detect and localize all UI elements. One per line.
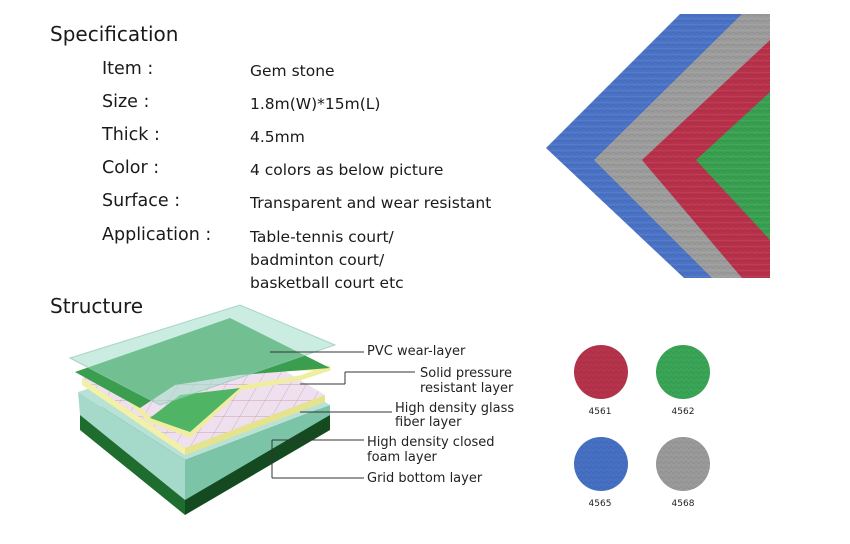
spec-value-size: 1.8m(W)*15m(L) xyxy=(250,95,381,113)
spec-label-thick: Thick : xyxy=(102,125,160,145)
spec-label-size: Size : xyxy=(102,92,150,112)
layer-label-glass-fiber-line1: High density glass xyxy=(395,401,515,416)
spec-label-surface: Surface : xyxy=(102,191,181,211)
spec-label-application: Application : xyxy=(102,225,212,245)
swatch-code-4561: 4561 xyxy=(588,407,612,417)
layer-label-solid-pressure-line2: resistant layer xyxy=(420,381,514,396)
structure-heading: Structure xyxy=(50,294,144,318)
layer-label-pvc-wear: PVC wear-layer xyxy=(367,344,466,359)
layer-label-foam-line2: foam layer xyxy=(367,450,437,465)
layer-label-foam-line1: High density closed xyxy=(367,435,495,450)
spec-value-item: Gem stone xyxy=(250,62,335,80)
swatch-code-4562: 4562 xyxy=(671,407,695,417)
spec-value-thick: 4.5mm xyxy=(250,128,305,146)
foam-layer-shape xyxy=(78,392,185,500)
swatch-code-4568: 4568 xyxy=(671,499,695,509)
specification-heading: Specification xyxy=(50,22,179,46)
spec-value-surface: Transparent and wear resistant xyxy=(250,194,492,212)
layer-label-glass-fiber-line2: fiber layer xyxy=(395,415,462,430)
swatch-code-4565: 4565 xyxy=(588,499,612,509)
spec-value-application-line1: Table-tennis court/ xyxy=(250,228,394,246)
spec-label-color: Color : xyxy=(102,158,160,178)
spec-value-application-line3: basketball court etc xyxy=(250,274,404,292)
pvc-wear-layer-shape xyxy=(68,304,337,406)
layer-label-solid-pressure-line1: Solid pressure xyxy=(420,366,512,381)
spec-value-color: 4 colors as below picture xyxy=(250,161,444,179)
spec-value-application-line2: badminton court/ xyxy=(250,251,385,269)
layer-label-grid-bottom: Grid bottom layer xyxy=(367,471,483,486)
spec-label-item: Item : xyxy=(102,59,154,79)
